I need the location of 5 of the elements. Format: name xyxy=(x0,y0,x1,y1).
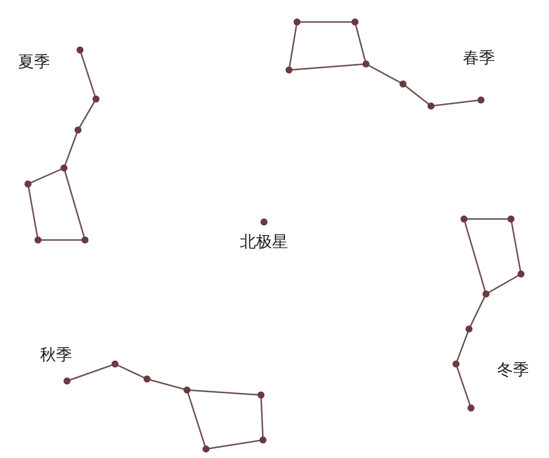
season-label: 夏季 xyxy=(18,52,50,72)
season-label: 秋季 xyxy=(40,345,72,365)
season-label: 北极星 xyxy=(240,232,288,252)
season-label: 冬季 xyxy=(497,360,529,380)
season-label: 春季 xyxy=(463,48,495,68)
